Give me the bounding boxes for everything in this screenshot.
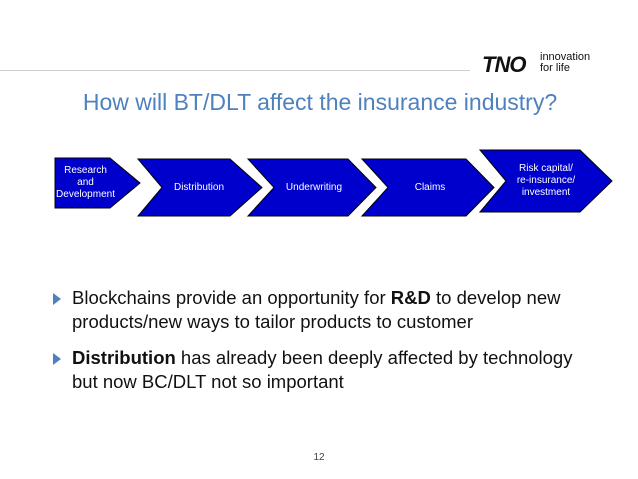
value-chain-step-shape [136,158,263,217]
value-chain-step-label: Underwriting [285,181,343,193]
bullet-arrow-icon [53,353,61,365]
bullet-arrow-icon [53,293,61,305]
bullet-bold-text: Distribution [72,347,176,368]
value-chain-step-label: Distribution [173,181,225,193]
bullet-text: to develop new products/new ways to tail… [72,287,561,332]
tno-logo: TNO [482,52,526,77]
logo-bar: TNO innovation for life [0,46,638,77]
value-chain-step-label: Claims [414,181,446,193]
bullet-list: Blockchains provide an opportunity for R… [50,286,590,406]
value-chain-step-shape [54,157,141,209]
page-number: 12 [313,452,325,463]
value-chain-step-label: Risk capital/re-insurance/investment [516,163,576,198]
bullet-text: has already been deeply affected by tech… [72,347,573,392]
slide-title: How will BT/DLT affect the insurance ind… [82,89,558,115]
value-chain-step-shape [246,158,377,217]
logo-tagline: innovation for life [540,52,590,74]
value-chain-step-shape [360,158,495,217]
logo-tagline-line1: innovation [540,51,591,63]
bullet-text: Blockchains provide an opportunity for [72,287,391,308]
value-chain-step-shape [478,149,613,213]
logo-tagline-line2: for life [540,62,570,74]
bullet-item-distribution: Distribution has already been deeply aff… [50,346,590,394]
bullet-item-rnd: Blockchains provide an opportunity for R… [50,286,590,334]
bullet-bold-text: R&D [390,287,431,308]
header-rule [0,70,470,71]
